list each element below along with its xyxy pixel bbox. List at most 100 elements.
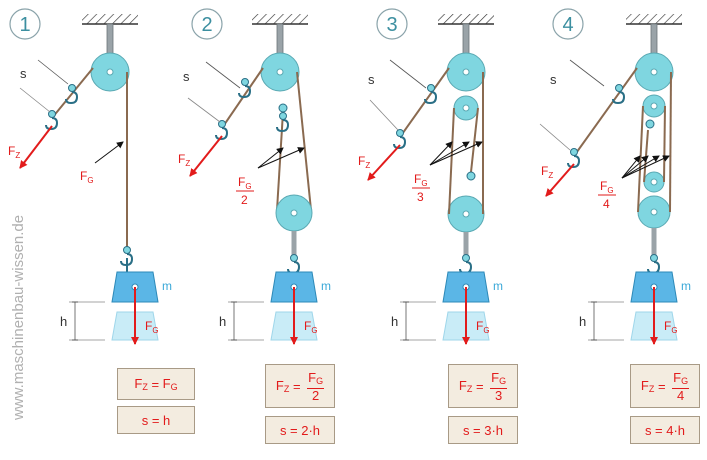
rope-force-pointer-1 <box>257 147 284 169</box>
pull-hook <box>45 117 59 131</box>
load-hook <box>287 261 301 275</box>
fixed-pulley-axle <box>462 68 470 76</box>
panel-number-circle <box>9 8 41 40</box>
weight-force-label: FG <box>304 319 318 335</box>
rope-force-pointer-2 <box>429 141 470 166</box>
pull-hook-eye <box>48 110 56 118</box>
mass-label: m <box>321 279 331 293</box>
pull-hook-start <box>65 91 79 105</box>
ceiling-hatch <box>626 14 682 24</box>
load-hook-eye <box>123 246 131 254</box>
panel-number: 1 <box>19 14 30 36</box>
rope-force-pointer-4 <box>621 155 670 179</box>
pull-hook-eye <box>396 129 404 137</box>
load-hook <box>120 253 134 267</box>
h-label: h <box>219 314 226 329</box>
pull-force-label: FZ <box>358 154 370 170</box>
rope-pull-side <box>221 67 264 129</box>
rope-pull-side <box>399 67 450 138</box>
s-dimension <box>205 61 241 89</box>
load-hook-eye <box>462 254 470 262</box>
ceiling-hatch <box>438 14 494 24</box>
formula-denominator: 3 <box>495 387 503 403</box>
force-formula-box: FZ = FG <box>117 368 195 400</box>
s-label: s <box>368 72 375 87</box>
way-formula-box: s = 3·h <box>448 416 518 444</box>
rope-left <box>637 105 644 213</box>
pull-force-arrow <box>367 144 401 181</box>
ceiling-hatch <box>82 14 138 24</box>
rope-anchor <box>278 103 288 113</box>
s-ext <box>19 87 51 113</box>
formula-lhs: FZ <box>134 376 148 392</box>
panel-number-circle <box>552 8 584 40</box>
s-label: s <box>183 69 190 84</box>
watermark-text: www.maschinenbau-wissen.de <box>10 214 27 420</box>
rope-right <box>296 71 312 211</box>
panel-number-circle <box>376 8 408 40</box>
formula-eq: = <box>657 378 666 394</box>
s-dimension <box>569 59 605 87</box>
rope-left <box>448 107 455 215</box>
fixed-pulley-axle <box>106 68 114 76</box>
pull-hook-eye <box>570 148 578 156</box>
pull-force-label: FZ <box>178 152 190 168</box>
anchor-hook-eye <box>279 112 287 120</box>
lower-small-pulley-axle <box>650 178 658 186</box>
pull-hook <box>215 127 229 141</box>
rope-middle <box>470 107 479 173</box>
formula-lhs: FZ <box>458 378 473 394</box>
pull-hook-start <box>612 91 626 105</box>
weight-force-label: FG <box>145 319 159 335</box>
formula-lhs: FZ <box>640 378 655 394</box>
s-dimension <box>389 59 427 89</box>
formula-eq: = <box>475 378 484 394</box>
rope-force-pointer-3 <box>429 141 483 166</box>
load-hook <box>459 261 473 275</box>
rope-force-numerator: FG <box>238 175 252 191</box>
weight-force-label: FG <box>476 319 490 335</box>
formula-lhs: FZ <box>275 378 290 394</box>
weight-force-label: FG <box>664 319 678 335</box>
panel-number: 4 <box>562 14 573 36</box>
rope-force-denominator: 4 <box>603 197 610 211</box>
rope-anchor <box>466 171 476 181</box>
movable-pulley-axle <box>290 209 298 217</box>
h-label: h <box>391 314 398 329</box>
formula-rhs: FG <box>162 376 178 392</box>
rope-left <box>276 111 284 211</box>
formula-denominator: 2 <box>312 387 320 403</box>
formula-eq: = <box>151 376 160 392</box>
pull-hook-start-eye <box>615 84 623 92</box>
pull-hook-eye <box>218 120 226 128</box>
rope-pull-side <box>573 67 638 157</box>
rope-force-pointer <box>94 141 124 164</box>
mass-label: m <box>493 279 503 293</box>
s-dimension <box>37 59 69 85</box>
pull-force-arrow <box>189 135 223 177</box>
rope-force-pointer-1 <box>429 141 453 166</box>
fixed-pulley-axle <box>276 68 284 76</box>
rope-force-denominator: 3 <box>417 190 424 204</box>
panel-number: 2 <box>201 14 212 36</box>
panel-number: 3 <box>386 14 397 36</box>
h-label: h <box>579 314 586 329</box>
pull-hook-start-eye <box>241 78 249 86</box>
way-formula-box: s = h <box>117 406 195 434</box>
s-label: s <box>20 66 27 81</box>
s-ext <box>539 123 571 151</box>
lower-pulley-axle <box>650 208 658 216</box>
panel-number-circle <box>191 8 223 40</box>
upper-small-pulley-axle <box>462 104 470 112</box>
pull-hook-start <box>238 85 252 99</box>
pull-force-arrow <box>545 163 575 197</box>
formula-denominator: 4 <box>677 387 685 403</box>
fixed-pulley-axle <box>650 68 658 76</box>
h-label: h <box>60 314 67 329</box>
